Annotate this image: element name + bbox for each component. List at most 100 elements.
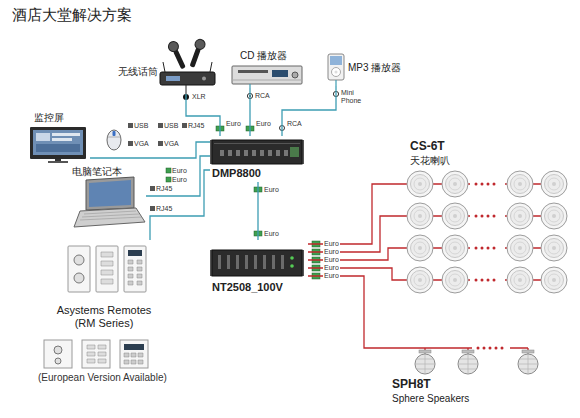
european-panel-picture <box>120 340 148 368</box>
signal-cable <box>249 88 250 136</box>
ceiling-speaker-group <box>541 171 567 197</box>
ceiling-speaker-group <box>442 267 468 293</box>
signal-cable <box>186 94 220 136</box>
sphere-speaker-group <box>415 350 538 374</box>
device-name: 监控屏 <box>34 112 64 124</box>
monitor-picture <box>52 138 72 141</box>
port-label: Euro <box>172 167 187 175</box>
note-label: (European Version Available) <box>38 372 167 384</box>
wireless-mic-picture <box>189 47 201 68</box>
euro-connector <box>166 177 171 182</box>
remote-panel-picture <box>74 255 84 265</box>
cd-player-picture <box>232 66 302 88</box>
device-node: 监控屏 <box>28 112 90 164</box>
device-node: CD 播放器 <box>226 50 304 88</box>
nt2508-picture <box>218 255 284 269</box>
european-panel-picture <box>124 344 144 350</box>
wireless-mic-picture <box>160 38 215 94</box>
wireless-mic-picture <box>167 40 188 71</box>
port-label: VGA <box>164 140 179 148</box>
wireless-mic-picture <box>202 77 206 81</box>
european-panel-picture <box>54 346 62 354</box>
port-label: RJ45 <box>156 185 172 193</box>
dmp8800-picture <box>212 140 302 164</box>
laptop-picture <box>80 211 142 220</box>
ceiling-speaker-group <box>541 203 567 229</box>
ceiling-speaker-group <box>407 171 567 293</box>
ceiling-speaker-group <box>407 171 433 197</box>
device-subtitle: Sphere Speakers <box>392 393 469 405</box>
dmp8800-picture <box>290 147 299 157</box>
dmp8800-picture <box>220 150 288 156</box>
remote-panel-picture <box>124 246 146 292</box>
monitor-picture <box>48 161 68 163</box>
port-icon <box>150 186 155 191</box>
speaker-wire <box>396 184 554 280</box>
wireless-mic-picture <box>163 62 165 72</box>
ceiling-speaker-group <box>541 235 567 261</box>
port-icon <box>182 123 187 128</box>
port-label: Euro <box>323 240 340 248</box>
port-label: RCA <box>287 120 302 128</box>
port-label: RJ45 <box>156 205 172 213</box>
sphere-speaker-group <box>458 350 478 374</box>
remote-panel-picture <box>68 246 90 292</box>
monitor-picture <box>55 159 61 161</box>
laptop-picture <box>86 177 134 210</box>
ceiling-speaker-group <box>442 171 468 197</box>
mouse-picture <box>113 131 116 136</box>
nt2508-picture <box>212 250 302 276</box>
european-panel-picture <box>44 340 72 368</box>
mp3-player-picture <box>328 54 344 80</box>
port-label: Euro <box>323 264 340 272</box>
device-node: 电脑笔记本 <box>66 166 146 234</box>
nt2508-picture <box>290 264 294 268</box>
mp3-player-picture <box>330 56 342 65</box>
wireless-mic-picture <box>194 38 207 51</box>
monitor-picture <box>30 127 86 159</box>
wireless-mic-picture <box>210 62 212 72</box>
sphere-speaker-group <box>518 350 538 374</box>
mp3-player-picture <box>332 68 341 77</box>
speaker-wire <box>370 348 528 350</box>
ceiling-speaker-group <box>407 203 433 229</box>
ceiling-speaker-group <box>442 235 468 261</box>
ceiling-speaker-group <box>541 267 567 293</box>
port-label: RJ45 <box>188 122 204 130</box>
port-label: Euro <box>264 230 279 238</box>
monitor-picture <box>52 133 80 136</box>
wireless-mic-picture <box>187 38 206 69</box>
laptop-picture <box>74 208 145 227</box>
european-panel-picture <box>124 353 143 364</box>
mp3-player-picture <box>335 71 338 74</box>
euro-connector <box>166 126 320 279</box>
port-label: Mini Phone <box>341 89 365 105</box>
device-name: Asystems Remotes (RM Series) <box>52 304 156 329</box>
port-label: Euro <box>264 186 279 194</box>
european-panel-picture <box>44 340 148 368</box>
control-cable <box>150 170 210 240</box>
port-icon <box>128 123 133 128</box>
device-node: 无线话筒 <box>118 38 218 94</box>
laptop-picture <box>89 180 131 207</box>
device-name: CS-6T <box>410 140 445 154</box>
port-label: Euro <box>226 120 241 128</box>
dmp8800-picture <box>210 140 304 164</box>
signal-cable <box>282 86 336 136</box>
continuation-dots <box>476 184 504 348</box>
continuation-dots <box>476 184 504 348</box>
monitor-picture <box>36 144 80 152</box>
european-panel-picture <box>55 358 61 364</box>
speaker-wire <box>370 184 554 350</box>
wireless-mic-picture <box>160 72 215 85</box>
cd-player-picture <box>292 72 298 78</box>
mouse-picture <box>107 137 121 138</box>
port-label: XLR <box>192 93 206 101</box>
device-name: DMP8800 <box>212 167 261 180</box>
port-label: Euro <box>256 120 271 128</box>
signal-cable <box>257 182 258 240</box>
european-panel-picture <box>82 340 110 368</box>
